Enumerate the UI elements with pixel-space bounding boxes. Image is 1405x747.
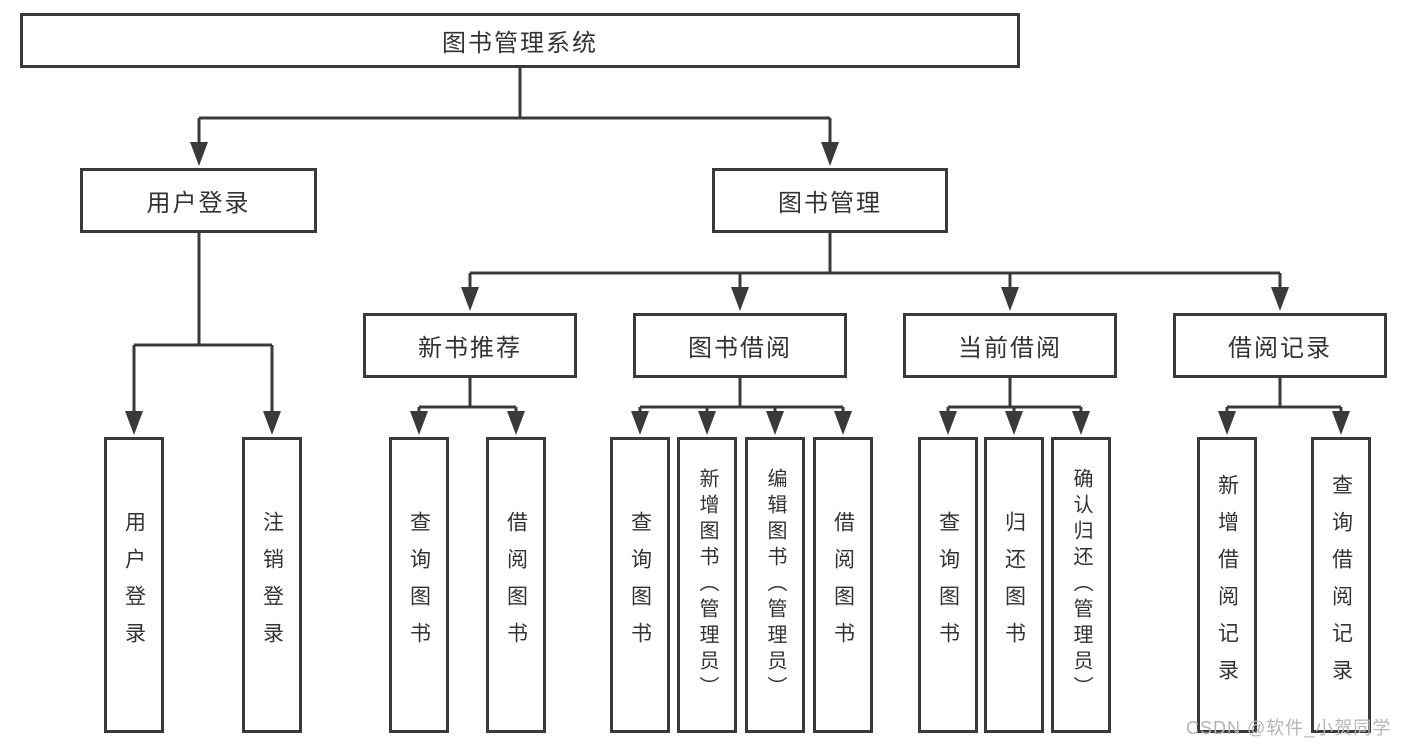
node-current-borrowing: 当前借阅 — [903, 313, 1117, 378]
arrow-down-icon — [939, 411, 957, 435]
leaf-label: 新增图书（管理员） — [696, 468, 718, 702]
leaf-user-login: 用户登录 — [104, 437, 164, 733]
leaf-return-books: 归还图书 — [984, 437, 1044, 733]
arrow-down-icon — [507, 411, 525, 435]
arrowheads — [125, 142, 1350, 435]
node-user-login: 用户登录 — [80, 168, 317, 233]
leaf-label: 查询借阅记录 — [1329, 474, 1353, 696]
arrow-down-icon — [698, 411, 716, 435]
node-new-book-recommend: 新书推荐 — [363, 313, 577, 378]
arrow-down-icon — [125, 411, 143, 435]
arrow-down-icon — [631, 411, 649, 435]
leaf-borrow-books: 借阅图书 — [813, 437, 873, 733]
leaf-add-books-admin: 新增图书（管理员） — [677, 437, 737, 733]
leaf-label: 编辑图书（管理员） — [764, 468, 786, 702]
leaf-query-borrow-record: 查询借阅记录 — [1311, 437, 1371, 733]
node-book-borrowing: 图书借阅 — [633, 313, 847, 378]
arrow-down-icon — [821, 142, 839, 166]
node-borrowing-records: 借阅记录 — [1173, 313, 1387, 378]
leaf-query-books-current: 查询图书 — [918, 437, 978, 733]
leaf-logout: 注销登录 — [242, 437, 302, 733]
leaf-query-books-borrowing: 查询图书 — [610, 437, 670, 733]
leaf-label: 查询图书 — [628, 511, 652, 659]
leaf-label: 新增借阅记录 — [1215, 474, 1239, 696]
node-book-management: 图书管理 — [712, 168, 948, 233]
node-library-management-system: 图书管理系统 — [20, 13, 1020, 68]
watermark: CSDN @软件_小贺同学 — [1186, 718, 1392, 738]
arrow-down-icon — [1005, 411, 1023, 435]
arrow-down-icon — [190, 142, 208, 166]
leaf-label: 查询图书 — [407, 511, 431, 659]
leaf-label: 注销登录 — [260, 511, 284, 659]
leaf-label: 借阅图书 — [831, 511, 855, 659]
arrow-down-icon — [461, 287, 479, 311]
leaf-confirm-return-admin: 确认归还（管理员） — [1051, 437, 1111, 733]
leaf-borrow-books-recommend: 借阅图书 — [486, 437, 546, 733]
leaf-label: 借阅图书 — [504, 511, 528, 659]
arrow-down-icon — [766, 411, 784, 435]
arrow-down-icon — [1271, 287, 1289, 311]
arrow-down-icon — [834, 411, 852, 435]
leaf-add-borrow-record: 新增借阅记录 — [1197, 437, 1257, 733]
leaf-label: 确认归还（管理员） — [1070, 468, 1092, 702]
arrow-down-icon — [731, 287, 749, 311]
arrow-down-icon — [1218, 411, 1236, 435]
leaf-label: 查询图书 — [936, 511, 960, 659]
arrow-down-icon — [1332, 411, 1350, 435]
arrow-down-icon — [1072, 411, 1090, 435]
leaf-label: 用户登录 — [122, 511, 146, 659]
leaf-edit-books-admin: 编辑图书（管理员） — [745, 437, 805, 733]
leaf-query-books-recommend: 查询图书 — [389, 437, 449, 733]
arrow-down-icon — [410, 411, 428, 435]
leaf-label: 归还图书 — [1002, 511, 1026, 659]
arrow-down-icon — [263, 411, 281, 435]
arrow-down-icon — [1001, 287, 1019, 311]
